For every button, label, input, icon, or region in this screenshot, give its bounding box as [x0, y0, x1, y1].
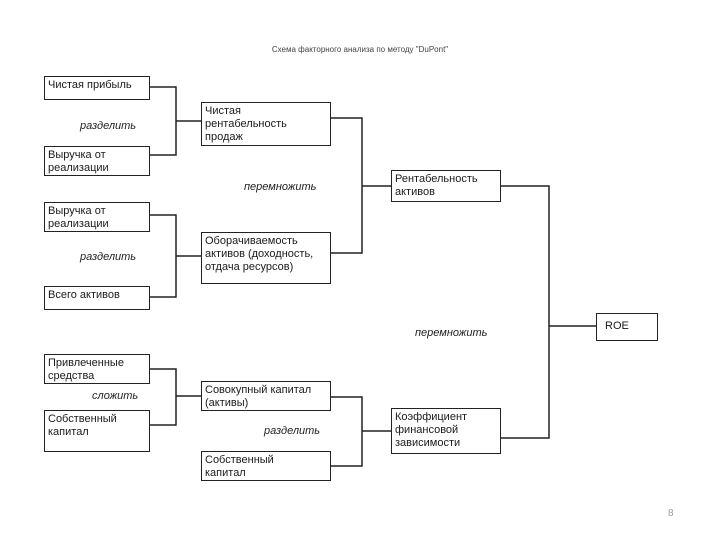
own-capital-box: Собственный капитал — [44, 410, 150, 452]
borrowed-funds-box: Привлеченные средства — [44, 354, 150, 384]
total-assets-box: Всего активов — [44, 286, 150, 310]
operation-divide: разделить — [80, 251, 137, 263]
net-profit-box: Чистая прибыль — [44, 76, 150, 100]
operation-add: сложить — [92, 390, 139, 402]
sales-revenue-box: Выручка от реализации — [44, 202, 150, 232]
diagram-title: Схема факторного анализа по методу "DuPo… — [271, 45, 449, 54]
connector-net-profit — [150, 86, 177, 156]
sales-revenue-box: Выручка от реализации — [44, 146, 150, 176]
connector-margin-turnover — [331, 117, 363, 254]
roe-box: ROE — [596, 313, 658, 341]
connector-roa-leverage — [501, 185, 550, 439]
page-number: 8 — [668, 508, 674, 519]
operation-divide: разделить — [80, 120, 137, 132]
total-capital-box: Совокупный капитал (активы) — [201, 381, 331, 411]
asset-turnover-box: Оборачиваемость активов (доходность, отд… — [201, 232, 331, 284]
roa-box: Рентабельность активов — [391, 170, 501, 202]
connector-capital-own — [331, 396, 363, 467]
operation-divide: разделить — [264, 425, 321, 437]
net-margin-box: Чистая рентабельность продаж — [201, 102, 331, 146]
operation-multiply: перемножить — [244, 181, 317, 193]
operation-multiply: перемножить — [415, 327, 488, 339]
financial-leverage-box: Коэффициент финансовой зависимости — [391, 408, 501, 454]
connector-borrowed — [150, 368, 177, 426]
connector-revenue — [150, 214, 177, 298]
own-capital-box: Собственный капитал — [201, 451, 331, 481]
